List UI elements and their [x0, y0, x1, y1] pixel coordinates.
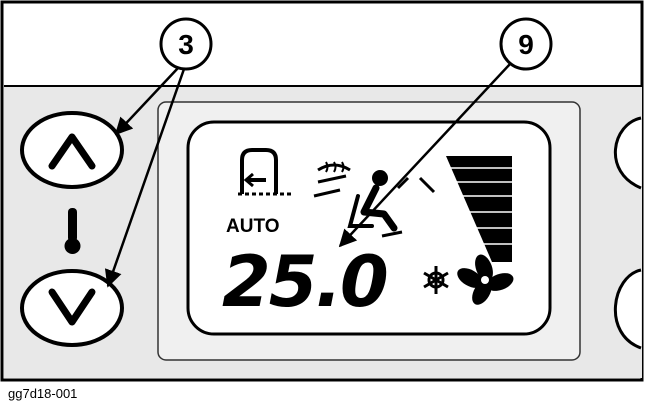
thermometer-icon: [64, 208, 81, 254]
air-recirculation-icon: [238, 148, 292, 196]
ac-snowflake-icon: [423, 266, 449, 294]
right-button-bottom[interactable]: [614, 268, 642, 350]
temperature-up-button[interactable]: [20, 111, 124, 189]
callout-9-label: 9: [518, 29, 534, 60]
figure-caption: gg7d18-001: [6, 386, 80, 401]
fan-icon: [457, 254, 514, 305]
chevron-down-icon: [48, 288, 96, 326]
chevron-up-icon: [48, 133, 96, 170]
right-button-top[interactable]: [613, 116, 642, 190]
mode-auto-text: AUTO: [226, 216, 279, 237]
seat-airflow-icon: [347, 170, 436, 238]
fan-speed-bars: [446, 156, 512, 262]
temperature-down-button[interactable]: [20, 269, 124, 347]
callout-3: 3: [104, 17, 213, 288]
callout-3-arrow-up: [114, 67, 179, 136]
callout-3-arrow-down: [104, 68, 186, 288]
callout-3-label: 3: [178, 29, 194, 60]
defrost-icon: [313, 161, 351, 198]
temperature-readout: 25.0: [222, 241, 387, 323]
